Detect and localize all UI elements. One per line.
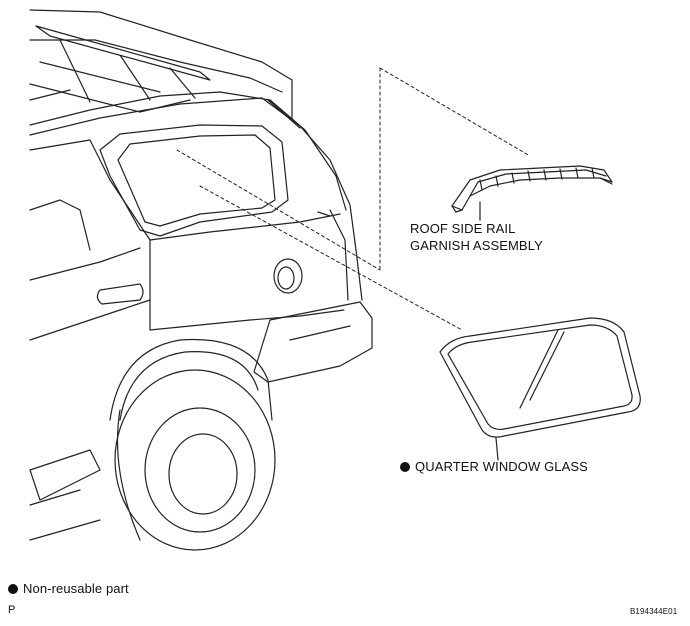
legend-non-reusable-label: Non-reusable part xyxy=(23,581,129,596)
quarter-window-glass-label: QUARTER WINDOW GLASS xyxy=(415,459,588,474)
wheel-arch xyxy=(109,338,273,421)
roof-garnish-label-line2: GARNISH ASSEMBLY xyxy=(410,238,543,253)
roof-rail xyxy=(35,25,211,81)
assembly-dashed-lines xyxy=(176,67,531,331)
quarter-window-glass-part xyxy=(439,317,641,438)
legend-dot-icon xyxy=(8,584,18,594)
door-handle xyxy=(96,283,144,305)
fuel-lid xyxy=(273,258,303,294)
non-reusable-dot-icon xyxy=(400,462,410,472)
rear-bumper xyxy=(253,301,373,383)
roof-side-rail-garnish-part xyxy=(451,165,613,213)
page-mark: P xyxy=(8,604,16,616)
roof-garnish-label-line1: ROOF SIDE RAIL xyxy=(410,221,516,236)
glass-leader-line xyxy=(495,437,499,461)
quarter-window-glass-callout: QUARTER WINDOW GLASS xyxy=(400,459,588,474)
vehicle-rear-quarter-illustration xyxy=(29,9,373,551)
legend: Non-reusable part xyxy=(8,581,129,596)
quarter-window-opening xyxy=(99,124,289,237)
rear-tire xyxy=(114,369,276,551)
figure-code: B194344E01 xyxy=(630,607,678,616)
roof-side-rail-garnish-callout: ROOF SIDE RAIL GARNISH ASSEMBLY xyxy=(410,220,543,254)
